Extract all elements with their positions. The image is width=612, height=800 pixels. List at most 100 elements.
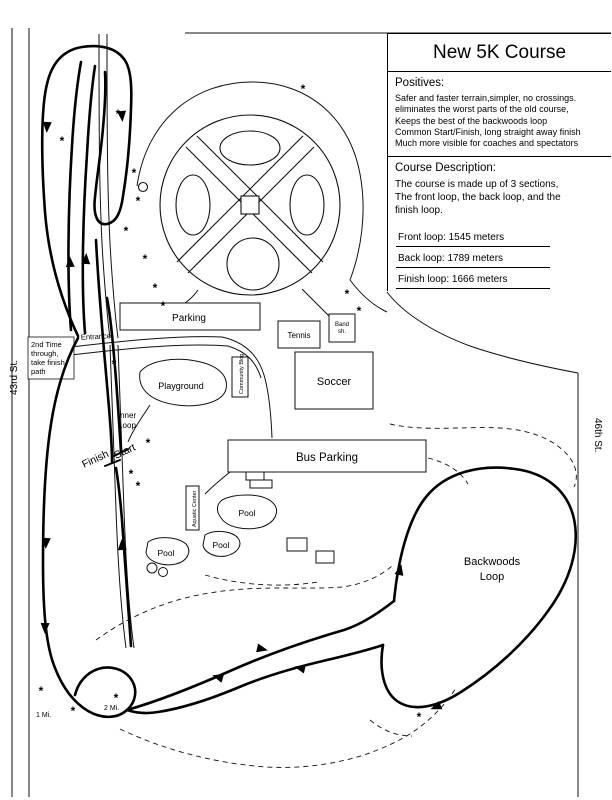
bus-steps-2 — [249, 479, 273, 489]
trail-bottom — [119, 687, 457, 768]
north-entrance-road-right — [106, 33, 119, 339]
course-marker-asterisk: * — [146, 436, 151, 450]
positives-line: Safer and faster terrain,simpler, no cro… — [395, 93, 577, 103]
entrance-label: Entrance — [81, 331, 111, 342]
note-line-4: path — [31, 367, 46, 376]
parking-lot — [119, 302, 261, 331]
pool-c-outline — [145, 537, 190, 566]
pool-outbuilding-1 — [286, 537, 308, 552]
trail-mid-south — [95, 563, 395, 641]
course-marker-asterisk: * — [345, 287, 350, 301]
course-marker-asterisk: * — [357, 304, 362, 318]
course-marker-asterisk: * — [60, 134, 65, 148]
soccer-field — [294, 351, 374, 410]
garden-outer-circle — [159, 114, 341, 296]
positives-line: eliminates the worst parts of the old co… — [395, 104, 569, 115]
finish-label: Finish — [80, 448, 111, 471]
front-loop-outer — [40, 44, 133, 338]
north-entrance-road-left — [98, 33, 111, 339]
info-panel: New 5K Course Positives: Safer and faste… — [387, 33, 611, 291]
back-loop-stat: Back loop: 1789 meters — [396, 247, 550, 269]
garden-tennis-path — [301, 288, 332, 319]
loop-stats: Front loop: 1545 meters Back loop: 1789 … — [388, 224, 611, 291]
garden-bed-south — [226, 237, 280, 291]
inner-loop-label-1: Inner — [118, 411, 137, 420]
aquatic-building — [185, 485, 200, 531]
mile-2-label: 2 Mi. — [104, 705, 119, 712]
pool-b-outline — [202, 530, 241, 557]
course-marker-asterisk: * — [114, 691, 119, 705]
pool-b-label: Pool — [212, 540, 229, 550]
finish-straight — [94, 238, 114, 464]
garden-diagonal-band-1b — [196, 135, 324, 263]
east-boundary-upper — [349, 279, 388, 313]
positives-section: Positives: Safer and faster terrain,simp… — [388, 72, 611, 158]
backwoods-loop-path — [380, 466, 578, 709]
direction-arrow — [212, 674, 225, 683]
direction-arrow — [81, 253, 91, 265]
playground-path — [127, 404, 151, 443]
note-box — [27, 336, 75, 380]
front-loop-return-a — [67, 60, 83, 332]
start-label: Start — [112, 441, 137, 461]
direction-arrows — [40, 110, 443, 710]
garden-bed-east — [289, 174, 325, 236]
kiddie-pool-2 — [158, 567, 168, 577]
course-marker-asterisk: * — [71, 704, 76, 718]
direction-arrow — [40, 622, 50, 634]
front-loop-return-b — [81, 64, 97, 335]
note-line-2: through, — [31, 349, 59, 358]
band-shell-label-1: Band — [335, 322, 349, 328]
course-marker-asterisk: * — [301, 82, 306, 96]
garden-outer-walk — [136, 81, 364, 281]
trail-backwoods-inner — [369, 719, 413, 737]
bus-parking-lot — [227, 439, 427, 473]
direction-arrow — [256, 643, 268, 653]
direction-arrow — [65, 256, 75, 268]
community-bldg-label: Community Bldg — [239, 354, 245, 394]
finish-tick — [104, 459, 121, 467]
page-title: New 5K Course — [388, 34, 611, 72]
description-section: Course Description: The course is made u… — [388, 157, 611, 224]
backwoods-loop-label-2: Loop — [480, 571, 504, 583]
backwoods-loop-label-1: Backwoods — [464, 556, 521, 568]
bus-parking-label: Bus Parking — [296, 452, 358, 464]
pool-outbuilding-2 — [315, 550, 335, 564]
tennis-label: Tennis — [287, 331, 310, 340]
course-route — [40, 44, 578, 719]
band-shell-label-2: sh. — [338, 329, 346, 335]
course-marker-asterisk: * — [124, 224, 129, 238]
playground-label: Playground — [158, 381, 204, 391]
buildings — [27, 302, 427, 577]
playground-outline — [139, 358, 227, 407]
note-line-1: 2nd Time — [31, 340, 62, 349]
tennis-courts — [277, 320, 321, 349]
drive-to-soccer-b — [227, 345, 262, 379]
trail-bus-east — [427, 457, 469, 485]
course-marker-asterisk: * — [39, 684, 44, 698]
course-marker-asterisk: * — [143, 252, 148, 266]
south-drive-b — [117, 344, 135, 649]
aquatic-center-label: Aquatic Center — [192, 490, 198, 527]
parking-label: Parking — [172, 313, 206, 324]
positives-line: Much more visible for coaches and specta… — [395, 138, 579, 148]
positives-heading: Positives: — [395, 77, 445, 89]
direction-arrow — [294, 664, 306, 674]
description-heading: Course Description: — [395, 162, 496, 175]
bus-steps-1 — [245, 471, 265, 481]
trail-northeast — [389, 423, 577, 488]
start-tick — [113, 448, 129, 457]
band-shell — [328, 313, 356, 343]
bus-to-pool-path — [204, 471, 231, 495]
dashed-trails — [95, 423, 577, 768]
start-straight — [105, 296, 123, 454]
description-line: The front loop, the back loop, and the — [395, 192, 561, 204]
43rd-street-label: 43rd St. — [9, 360, 20, 395]
46th-street-label: 46th St. — [592, 418, 603, 452]
course-marker-asterisk: * — [129, 467, 134, 481]
description-line: The course is made up of 3 sections, — [395, 179, 559, 191]
course-marker-asterisk: * — [161, 299, 166, 313]
course-marker-asterisk: * — [136, 479, 141, 493]
garden-diagonal-band-2b — [176, 135, 304, 263]
description-line: finish loop. — [395, 205, 443, 217]
